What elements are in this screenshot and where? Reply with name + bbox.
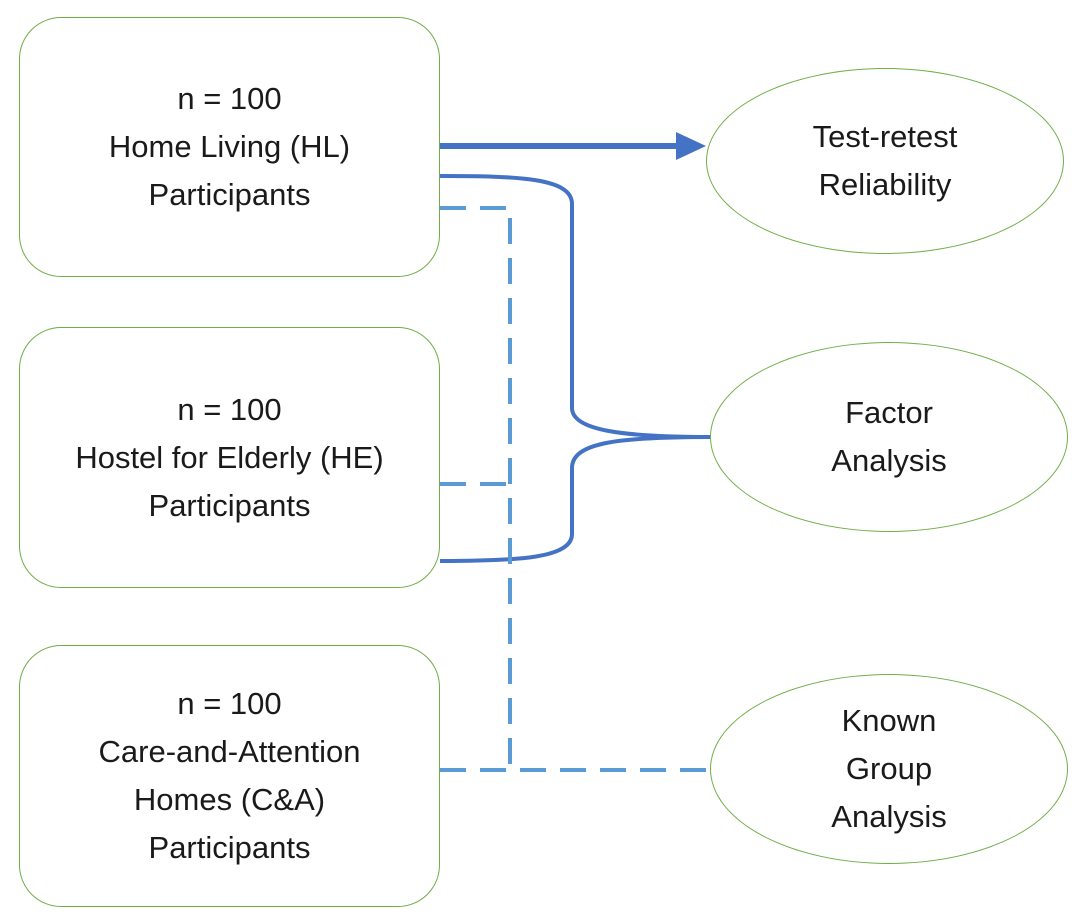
brace-hl-to-factor <box>439 174 713 439</box>
analysis-label-line3: Analysis <box>831 799 947 834</box>
group-n-label: n = 100 <box>177 391 282 427</box>
group-participants-label: Participants <box>148 830 311 865</box>
arrow-head-test-retest <box>676 132 706 160</box>
group-box-care-and-attention: n = 100 Care-and-Attention Homes (C&A) P… <box>19 645 440 907</box>
analysis-label-line1: Known <box>841 703 937 738</box>
group-n-label: n = 100 <box>177 686 282 721</box>
group-participants-label: Participants <box>148 177 311 212</box>
brace-he-to-factor <box>439 435 713 563</box>
group-name-label: Hostel for Elderly (HE) <box>75 439 384 475</box>
analysis-known-group-analysis: Known Group Analysis <box>710 674 1068 864</box>
group-name-label-line1: Care-and-Attention <box>98 734 361 769</box>
group-box-home-living: n = 100 Home Living (HL) Participants <box>19 17 440 277</box>
analysis-label-line1: Test-retest <box>812 119 958 154</box>
group-box-hostel-for-elderly: n = 100 Hostel for Elderly (HE) Particip… <box>19 327 440 588</box>
group-name-label-line2: Homes (C&A) <box>133 782 326 817</box>
dashed-hl-connector <box>440 206 512 770</box>
analysis-label-line1: Factor <box>845 395 933 430</box>
analysis-factor-analysis: Factor Analysis <box>710 342 1068 532</box>
group-participants-label: Participants <box>148 487 311 523</box>
analysis-label-line2: Reliability <box>818 167 952 202</box>
analysis-label-line2: Analysis <box>831 443 947 478</box>
analysis-label-line2: Group <box>845 751 933 786</box>
group-name-label: Home Living (HL) <box>108 129 351 164</box>
group-n-label: n = 100 <box>177 81 282 116</box>
analysis-test-retest-reliability: Test-retest Reliability <box>706 68 1064 254</box>
